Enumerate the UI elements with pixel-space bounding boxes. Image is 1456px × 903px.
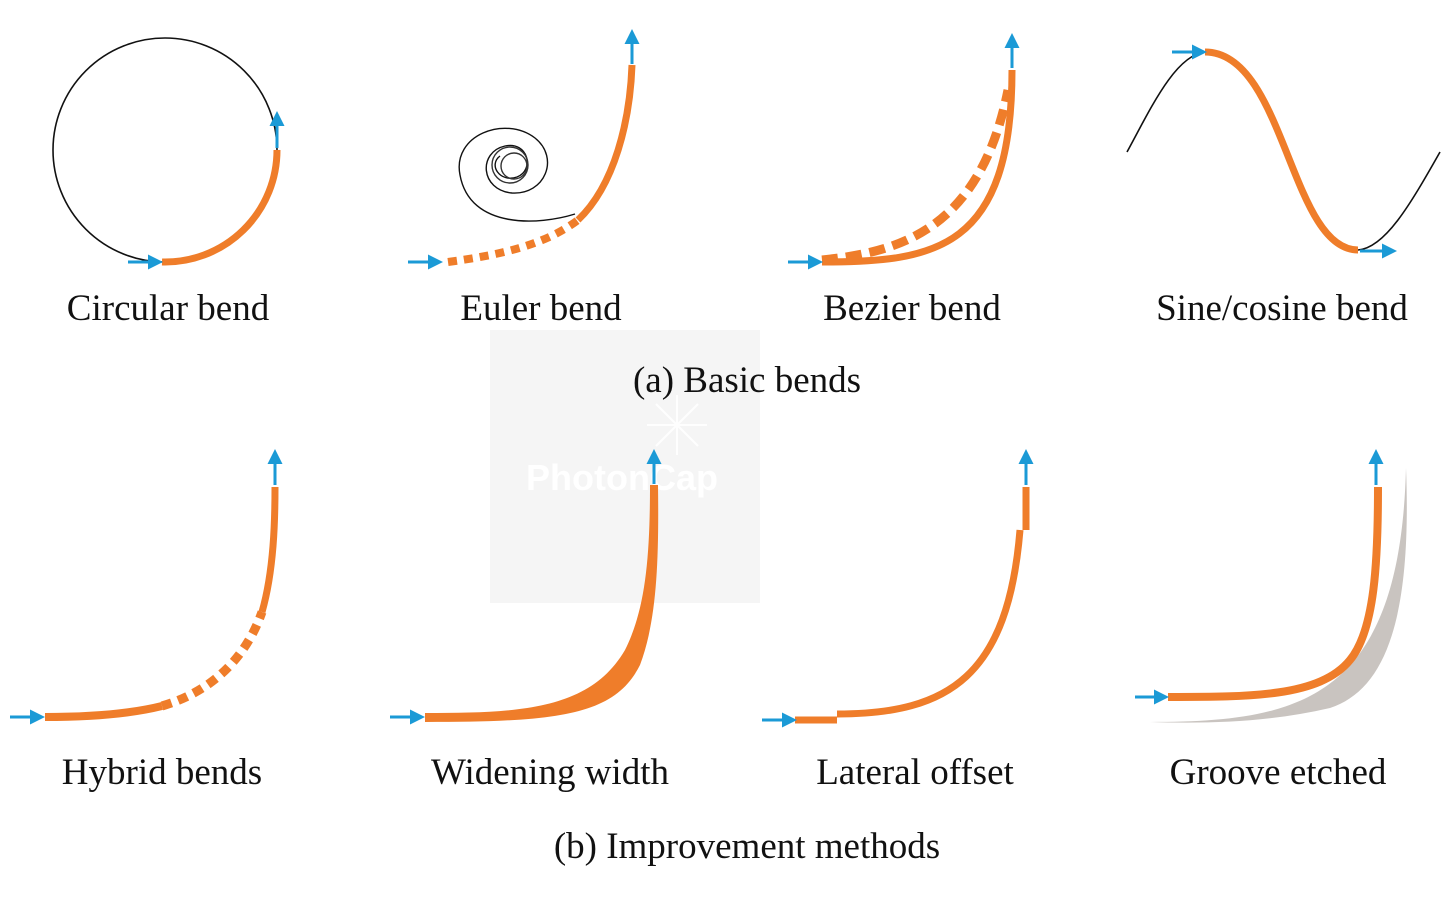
euler-bend-waveguide bbox=[575, 64, 636, 223]
panel-circular-bend bbox=[52, 37, 285, 270]
label-euler-bend: Euler bend bbox=[460, 288, 622, 329]
caption-improvement-methods: (b) Improvement methods bbox=[554, 826, 940, 867]
bezier-bend-waveguide bbox=[821, 69, 1016, 266]
panel-widening-width bbox=[390, 449, 662, 725]
label-hybrid-bends: Hybrid bends bbox=[62, 752, 262, 793]
hybrid-straight-section bbox=[44, 702, 163, 721]
circular-bend-waveguide bbox=[161, 149, 281, 266]
panel-bezier-bend bbox=[788, 33, 1020, 270]
panel-euler-bend bbox=[408, 29, 640, 270]
spiral-core-ring-inner bbox=[500, 152, 528, 180]
watermark-text: PhotonCap bbox=[526, 457, 718, 498]
euler-bend-dashed-section bbox=[447, 216, 581, 266]
hybrid-dashed-section bbox=[160, 610, 267, 711]
hybrid-bend-waveguide bbox=[258, 486, 279, 613]
euler-spiral-reference bbox=[458, 127, 576, 222]
label-groove-etched: Groove etched bbox=[1170, 752, 1387, 793]
sine-bend-waveguide bbox=[1204, 48, 1359, 254]
bezier-bend-dashed-curve bbox=[821, 89, 1013, 265]
panel-lateral-offset bbox=[762, 449, 1034, 728]
panel-sine-cosine-bend bbox=[1126, 44, 1441, 259]
label-lateral-offset: Lateral offset bbox=[816, 752, 1014, 793]
watermark: PhotonCap bbox=[490, 330, 760, 603]
lateral-offset-bend bbox=[836, 529, 1024, 718]
panel-hybrid-bends bbox=[10, 449, 283, 725]
sine-reference-right bbox=[1357, 151, 1441, 251]
label-widening-width: Widening width bbox=[431, 752, 669, 793]
sine-reference-left bbox=[1126, 51, 1206, 153]
etched-groove bbox=[1150, 468, 1407, 723]
label-sine-cosine-bend: Sine/cosine bend bbox=[1156, 288, 1408, 329]
spiral-core-ring bbox=[491, 146, 529, 184]
groove-etched-waveguide bbox=[1167, 486, 1382, 701]
panel-groove-etched bbox=[1135, 449, 1407, 723]
label-bezier-bend: Bezier bend bbox=[823, 288, 1001, 329]
caption-basic-bends: (a) Basic bends bbox=[633, 360, 861, 401]
label-circular-bend: Circular bend bbox=[67, 288, 270, 329]
